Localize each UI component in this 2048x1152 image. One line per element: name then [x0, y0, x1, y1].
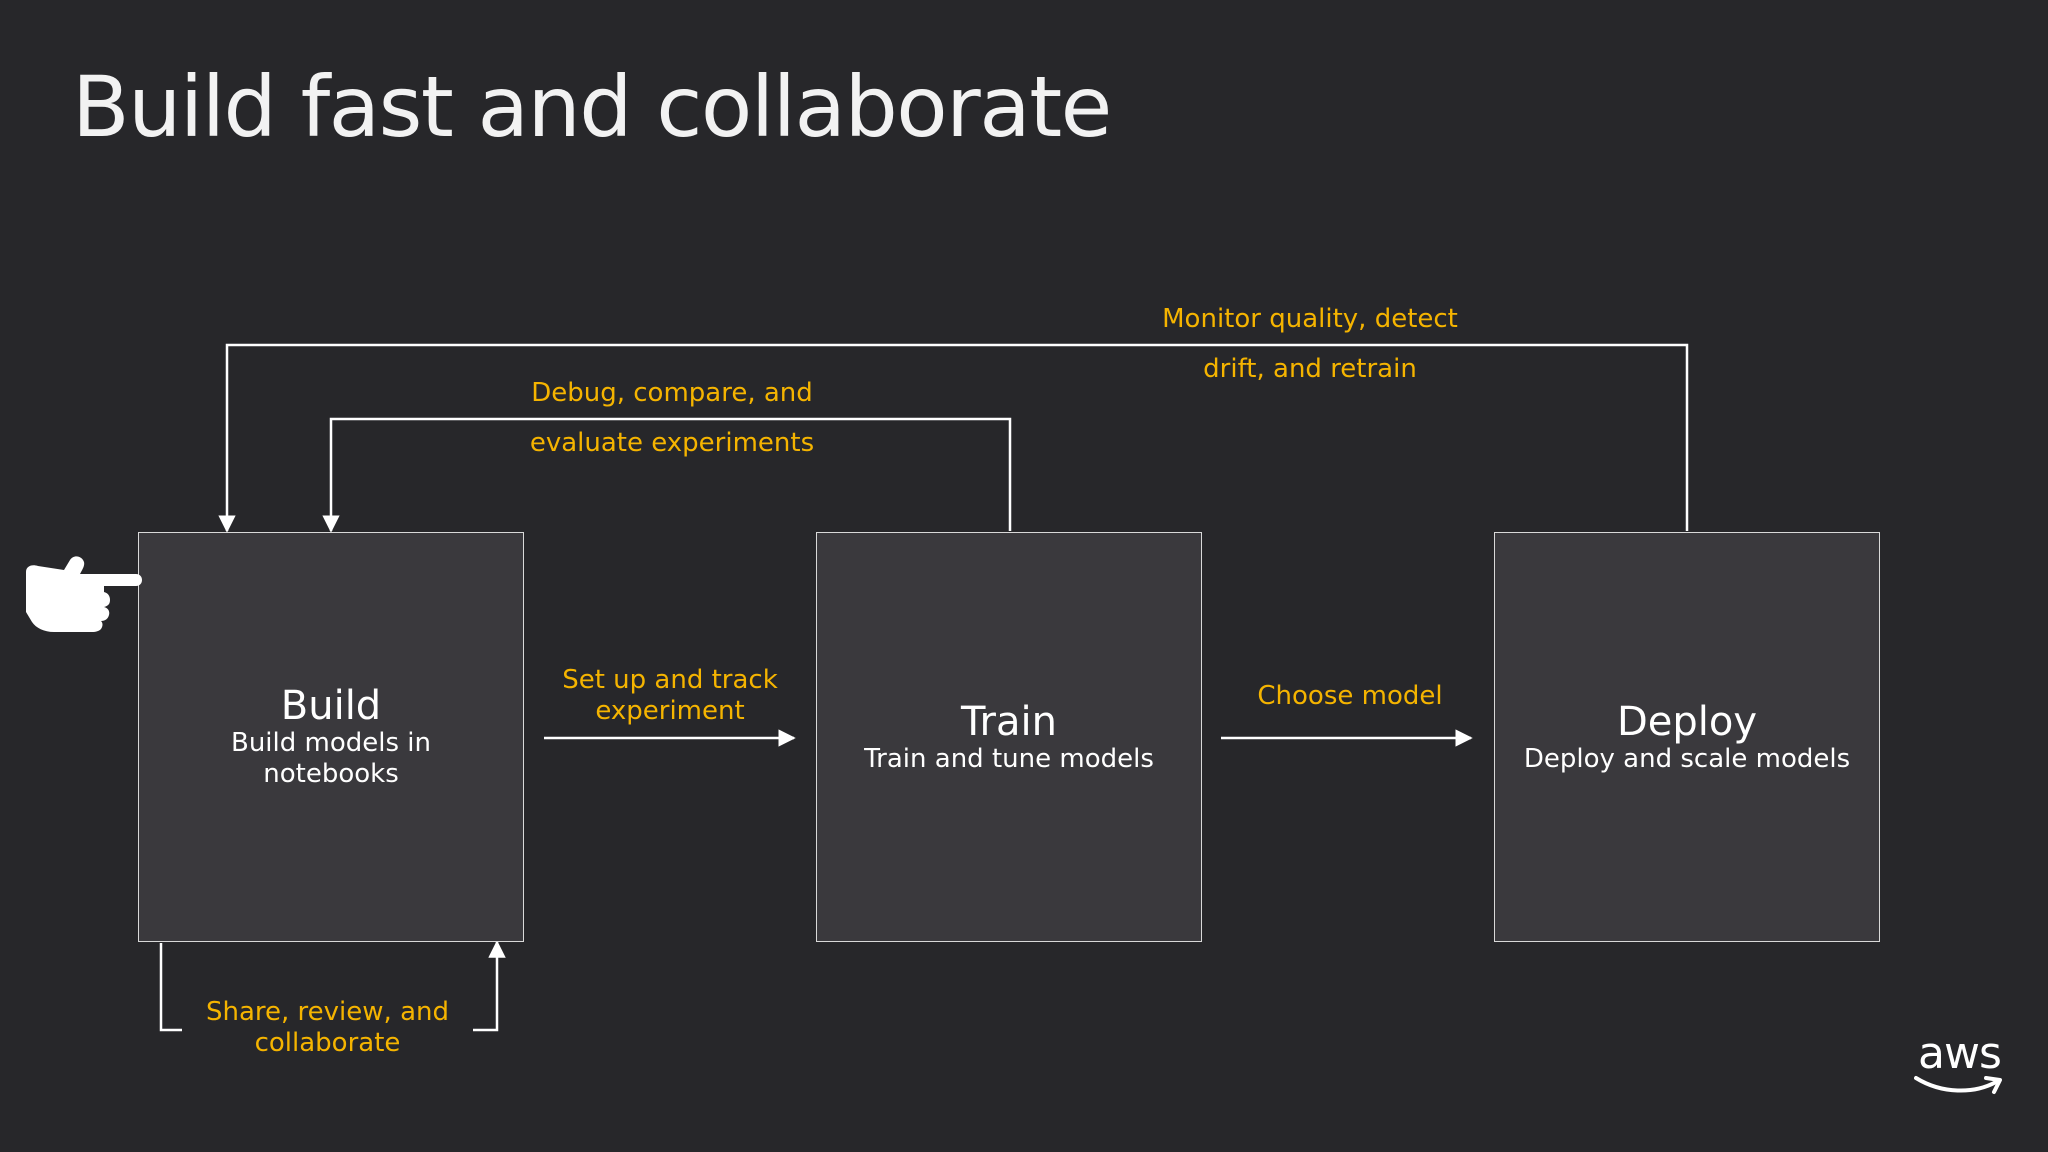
debug-label-line2: evaluate experiments — [529, 428, 815, 458]
pointing-hand-icon — [26, 556, 142, 632]
debug-label-line1: Debug, compare, and — [531, 378, 813, 408]
train-box: Train Train and tune models — [816, 532, 1202, 942]
aws-logo-text: aws — [1918, 1028, 2002, 1079]
share-label: Share, review, and collaborate — [206, 997, 449, 1058]
aws-smile-icon — [1914, 1076, 2002, 1094]
deploy-title: Deploy — [1616, 698, 1758, 745]
monitor-label-line1: Monitor quality, detect — [1162, 304, 1458, 334]
choose-model-label: Choose model — [1257, 681, 1443, 711]
setup-label: Set up and track experiment — [562, 665, 778, 726]
monitor-loop-arrow — [218, 343, 1689, 533]
build-subtitle: Build models in notebooks — [230, 728, 431, 789]
deploy-box: Deploy Deploy and scale models — [1494, 532, 1880, 942]
build-box: Build Build models in notebooks — [138, 532, 524, 942]
train-subtitle: Train and tune models — [864, 743, 1154, 774]
train-title: Train — [961, 698, 1057, 745]
share-loop-left — [159, 943, 182, 1032]
debug-loop-arrow — [322, 417, 1012, 533]
aws-logo-icon: aws — [1908, 1028, 2008, 1098]
slide-title: Build fast and collaborate — [72, 58, 1112, 156]
share-loop-right-arrow — [473, 940, 506, 1032]
deploy-subtitle: Deploy and scale models — [1523, 743, 1851, 774]
monitor-label-line2: drift, and retrain — [1203, 354, 1417, 384]
build-title: Build — [280, 683, 382, 729]
